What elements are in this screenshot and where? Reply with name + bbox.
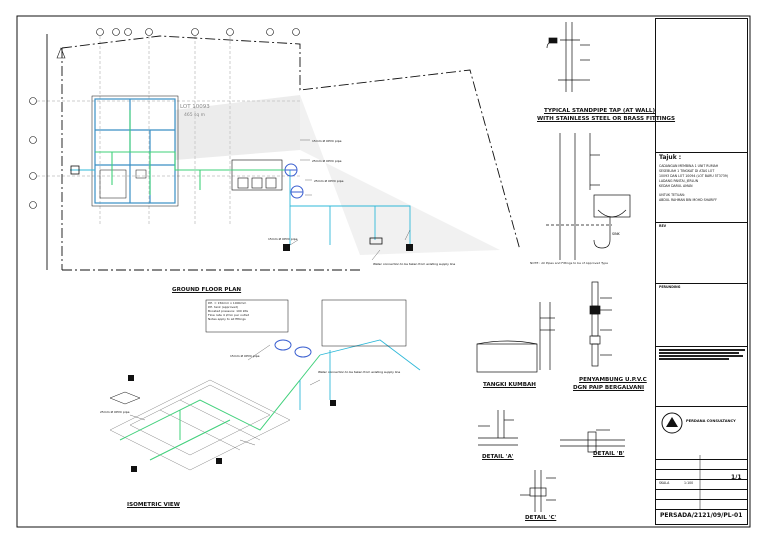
tb-drawing-no: PERSADA/2121/09/PL-01 <box>660 512 743 519</box>
plan-note-4: 15mm Ø UPVC pipe <box>268 236 298 241</box>
tb-notes-block <box>659 349 745 360</box>
sink-label: SINK <box>612 232 621 236</box>
connection-title-1: PENYAMBUNG U.P.V.C <box>579 377 647 383</box>
iso-note-1: 15mm Ø UPVC pipe <box>230 353 260 358</box>
ground-floor-plan: LOT 10093 465 sq m <box>29 28 521 271</box>
isometric-view: 15mm Ø UPVC pipe 25mm Ø UPVC pipe Water … <box>100 299 421 472</box>
tb-project-line: SESEBUAH 1 TINGKAT DI ATAS LOT <box>659 169 715 173</box>
plan-title: GROUND FLOOR PLAN <box>172 287 242 293</box>
tb-scale: 1:100 <box>684 481 694 485</box>
tb-notes-head: Tajuk : <box>659 154 682 161</box>
tb-project-line: LADANG PANTAI, JERLUN <box>659 179 699 183</box>
sheet-border <box>16 15 751 528</box>
plan-note-3: 25mm Ø UPVC pipe <box>314 178 344 183</box>
tb-sheet: 1/1 <box>731 474 742 481</box>
connection-detail <box>589 281 612 367</box>
sink-note: NOTE : All Pipes and Fittings to be of A… <box>530 261 608 265</box>
detail-c-title: DETAIL 'C' <box>525 515 557 521</box>
tb-consultant-head: PERUNDING <box>659 285 681 289</box>
tb-project-line: 10093 DAN LOT 10094 (LOT BARU 5T3739) <box>659 174 729 178</box>
plan-note-2: 25mm Ø UPVC pipe <box>312 158 342 163</box>
tb-divider <box>656 152 747 153</box>
tb-divider <box>656 479 747 480</box>
standpipe-title-2: WITH STAINLESS STEEL OR BRASS FITTINGS <box>537 116 676 122</box>
tb-divider <box>656 346 747 347</box>
detail-b <box>560 429 625 453</box>
tb-project-line: CADANGAN MEMBINA 1 UNIT RUMAH <box>659 164 719 168</box>
iso-spec-line: Flow rate 4 l/min per outlet <box>208 312 249 317</box>
lot-area: 465 sq m <box>184 112 205 118</box>
tb-scale-label: SKALA <box>659 481 670 485</box>
sink-detail <box>546 133 631 260</box>
tb-divider <box>656 469 747 470</box>
iso-spec-line: P.E. tank (approved) <box>208 304 239 309</box>
consultant-logo-icon <box>661 412 683 434</box>
iso-title: ISOMETRIC VIEW <box>127 502 180 508</box>
tb-divider <box>656 222 747 223</box>
lot-label: LOT 10093 <box>180 104 210 110</box>
tb-divider <box>656 489 747 490</box>
plan-note-5: Water connection to be taken from existi… <box>373 262 455 266</box>
iso-spec-line: Boosted pressure: 100 kPa <box>208 308 249 313</box>
tb-divider <box>656 509 747 510</box>
tb-project-line: KEDAH DARUL AMAN <box>659 184 693 188</box>
standpipe-detail <box>546 22 590 92</box>
tb-rev-head: REV <box>659 224 667 228</box>
detail-b-title: DETAIL 'B' <box>593 451 625 457</box>
iso-spec-line: Notes apply to all fittings <box>208 316 246 321</box>
standpipe-title-1: TYPICAL STANDPIPE TAP (AT WALL) <box>544 108 656 114</box>
tb-consultant: PERDANA CONSULTANCY <box>686 419 736 423</box>
connection-title-2: DGN PAIP BERGALVANI <box>573 385 645 391</box>
tb-divider <box>656 406 747 407</box>
tb-divider <box>656 283 747 284</box>
iso-note-2: 25mm Ø UPVC pipe <box>100 409 130 414</box>
tb-divider <box>656 459 747 460</box>
iso-spec-box-1: P.E. = 150mm x 1000mm P.E. tank (approve… <box>208 301 249 321</box>
detail-c <box>520 470 556 512</box>
detail-a <box>478 410 518 446</box>
tank-detail <box>476 302 555 373</box>
plan-note-1: 15mm Ø UPVC pipe <box>312 138 342 143</box>
tb-owner: ABDUL RAHMAN BIN MOHD SHARIFF <box>659 198 718 202</box>
tb-divider <box>656 499 747 500</box>
tank-title: TANGKI KUMBAH <box>483 382 536 388</box>
iso-note-3: Water connection to be taken from existi… <box>318 370 400 374</box>
title-block: Tajuk : CADANGAN MEMBINA 1 UNIT RUMAH SE… <box>655 18 748 525</box>
tb-owner-head: UNTUK TETUAN: <box>659 193 685 197</box>
iso-spec-line: P.E. = 150mm x 1000mm <box>208 301 247 305</box>
detail-a-title: DETAIL 'A' <box>482 454 514 460</box>
